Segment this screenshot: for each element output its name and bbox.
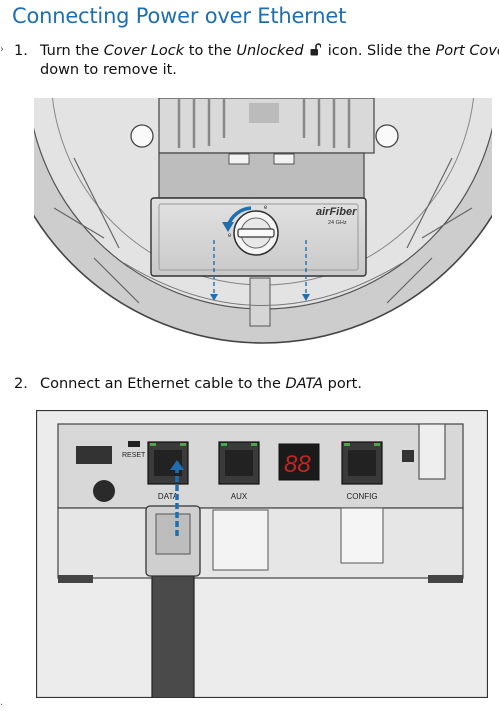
figure-cover-lock: e e airFiber 24 GHz	[34, 98, 492, 350]
data-port-label: DATA	[158, 492, 179, 501]
unlocked-padlock-icon	[310, 43, 322, 56]
brand-logo: airFiber	[316, 206, 357, 218]
step-1: 1. Turn the Cover Lock to the Unlocked ic…	[14, 42, 499, 80]
svg-text:e: e	[264, 205, 268, 211]
digit-display	[278, 443, 320, 481]
step-text: port.	[323, 376, 362, 392]
margin-mark: ·	[0, 700, 4, 711]
term-cover-lock: Cover Lock	[103, 43, 185, 59]
term-data-port: DATA	[285, 376, 323, 392]
term-port-cover: Port Cover	[435, 43, 499, 59]
step-number: 2.	[14, 376, 28, 392]
display-digits: 88	[284, 451, 311, 478]
step-2: 2.Connect an Ethernet cable to the DATA …	[14, 375, 362, 394]
slide-down-arrows	[213, 240, 307, 294]
side-latch	[418, 423, 446, 480]
term-unlocked: Unlocked	[236, 43, 304, 59]
step-text-line2: down to remove it.	[40, 62, 177, 78]
model-label: 24 GHz	[328, 220, 347, 226]
step-text: Connect an Ethernet cable to the	[40, 376, 286, 392]
reset-button	[76, 446, 112, 464]
page-title: Connecting Power over Ethernet	[12, 4, 347, 28]
svg-text:e: e	[228, 233, 232, 239]
step-number: 1.	[14, 43, 28, 59]
port-panel	[57, 423, 464, 509]
step-text: to the	[184, 43, 237, 59]
step-text: Turn the	[40, 43, 104, 59]
reset-label: RESET	[122, 452, 146, 459]
step-text: icon. Slide the	[323, 43, 436, 59]
aux-port-label: AUX	[231, 492, 248, 501]
indicator-dot	[93, 480, 115, 502]
margin-mark: ›	[0, 44, 4, 55]
figure-data-port: RESET 88 DATA AUX CONFIG	[36, 410, 488, 698]
config-port-label: CONFIG	[346, 492, 377, 501]
